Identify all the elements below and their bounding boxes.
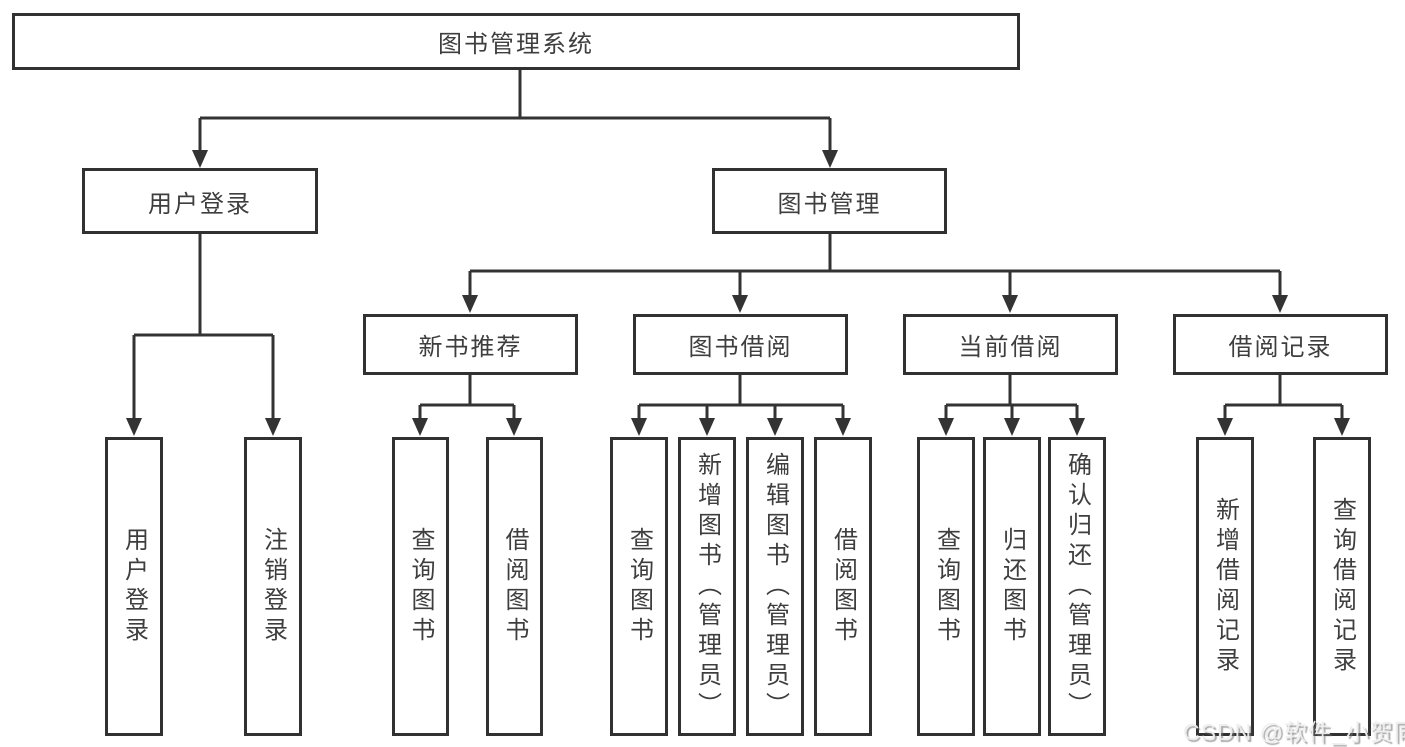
node-label: 归还图书 [998, 526, 1026, 647]
arrowheads [126, 150, 1350, 436]
node-current-borrow: 当前借阅 [903, 314, 1118, 375]
node-label: 图书管理 [777, 190, 882, 218]
node-label: 新增图书（管理员） [693, 451, 721, 722]
node-book-management: 图书管理 [712, 168, 947, 234]
node-label: 编辑图书（管理员） [761, 451, 789, 722]
node-label: 借阅记录 [1228, 334, 1333, 361]
leaf-logout: 注销登录 [244, 437, 302, 736]
leaf-confirm-return-admin: 确认归还（管理员） [1048, 437, 1106, 736]
node-label: 新书推荐 [418, 334, 523, 361]
leaf-query-books: 查询图书 [392, 437, 449, 736]
node-label: 当前借阅 [958, 334, 1063, 361]
leaf-query-borrow-record: 查询借阅记录 [1313, 437, 1371, 736]
node-library-system: 图书管理系统 [12, 13, 1020, 70]
leaf-query-books: 查询图书 [610, 437, 668, 736]
node-book-borrow: 图书借阅 [633, 314, 848, 375]
node-new-book-recommend: 新书推荐 [363, 314, 578, 375]
node-label: 借阅图书 [501, 526, 528, 647]
node-label: 图书借阅 [688, 334, 793, 361]
node-label: 注销登录 [259, 526, 287, 647]
leaf-user-login: 用户登录 [105, 437, 163, 736]
node-label: 查询借阅记录 [1328, 496, 1356, 677]
leaf-query-books: 查询图书 [917, 437, 975, 736]
node-label: 确认归还（管理员） [1063, 451, 1091, 722]
leaf-borrow-books: 借阅图书 [814, 437, 872, 736]
leaf-return-books: 归还图书 [983, 437, 1041, 736]
leaf-edit-book-admin: 编辑图书（管理员） [746, 437, 804, 736]
node-label: 用户登录 [148, 190, 252, 218]
node-label: 查询图书 [932, 526, 960, 647]
node-label: 借阅图书 [829, 526, 857, 647]
leaf-add-book-admin: 新增图书（管理员） [678, 437, 736, 736]
node-label: 查询图书 [625, 526, 653, 647]
node-label: 图书管理系统 [438, 31, 594, 58]
leaf-add-borrow-record: 新增借阅记录 [1196, 437, 1254, 736]
node-label: 查询图书 [407, 526, 434, 647]
node-label: 用户登录 [120, 526, 148, 647]
csdn-watermark: CSDN @软件_小贺同学 [1183, 719, 1405, 745]
node-borrow-record: 借阅记录 [1173, 314, 1388, 375]
node-label: 新增借阅记录 [1211, 496, 1239, 677]
leaf-borrow-books: 借阅图书 [486, 437, 543, 736]
node-user-login: 用户登录 [82, 168, 318, 234]
